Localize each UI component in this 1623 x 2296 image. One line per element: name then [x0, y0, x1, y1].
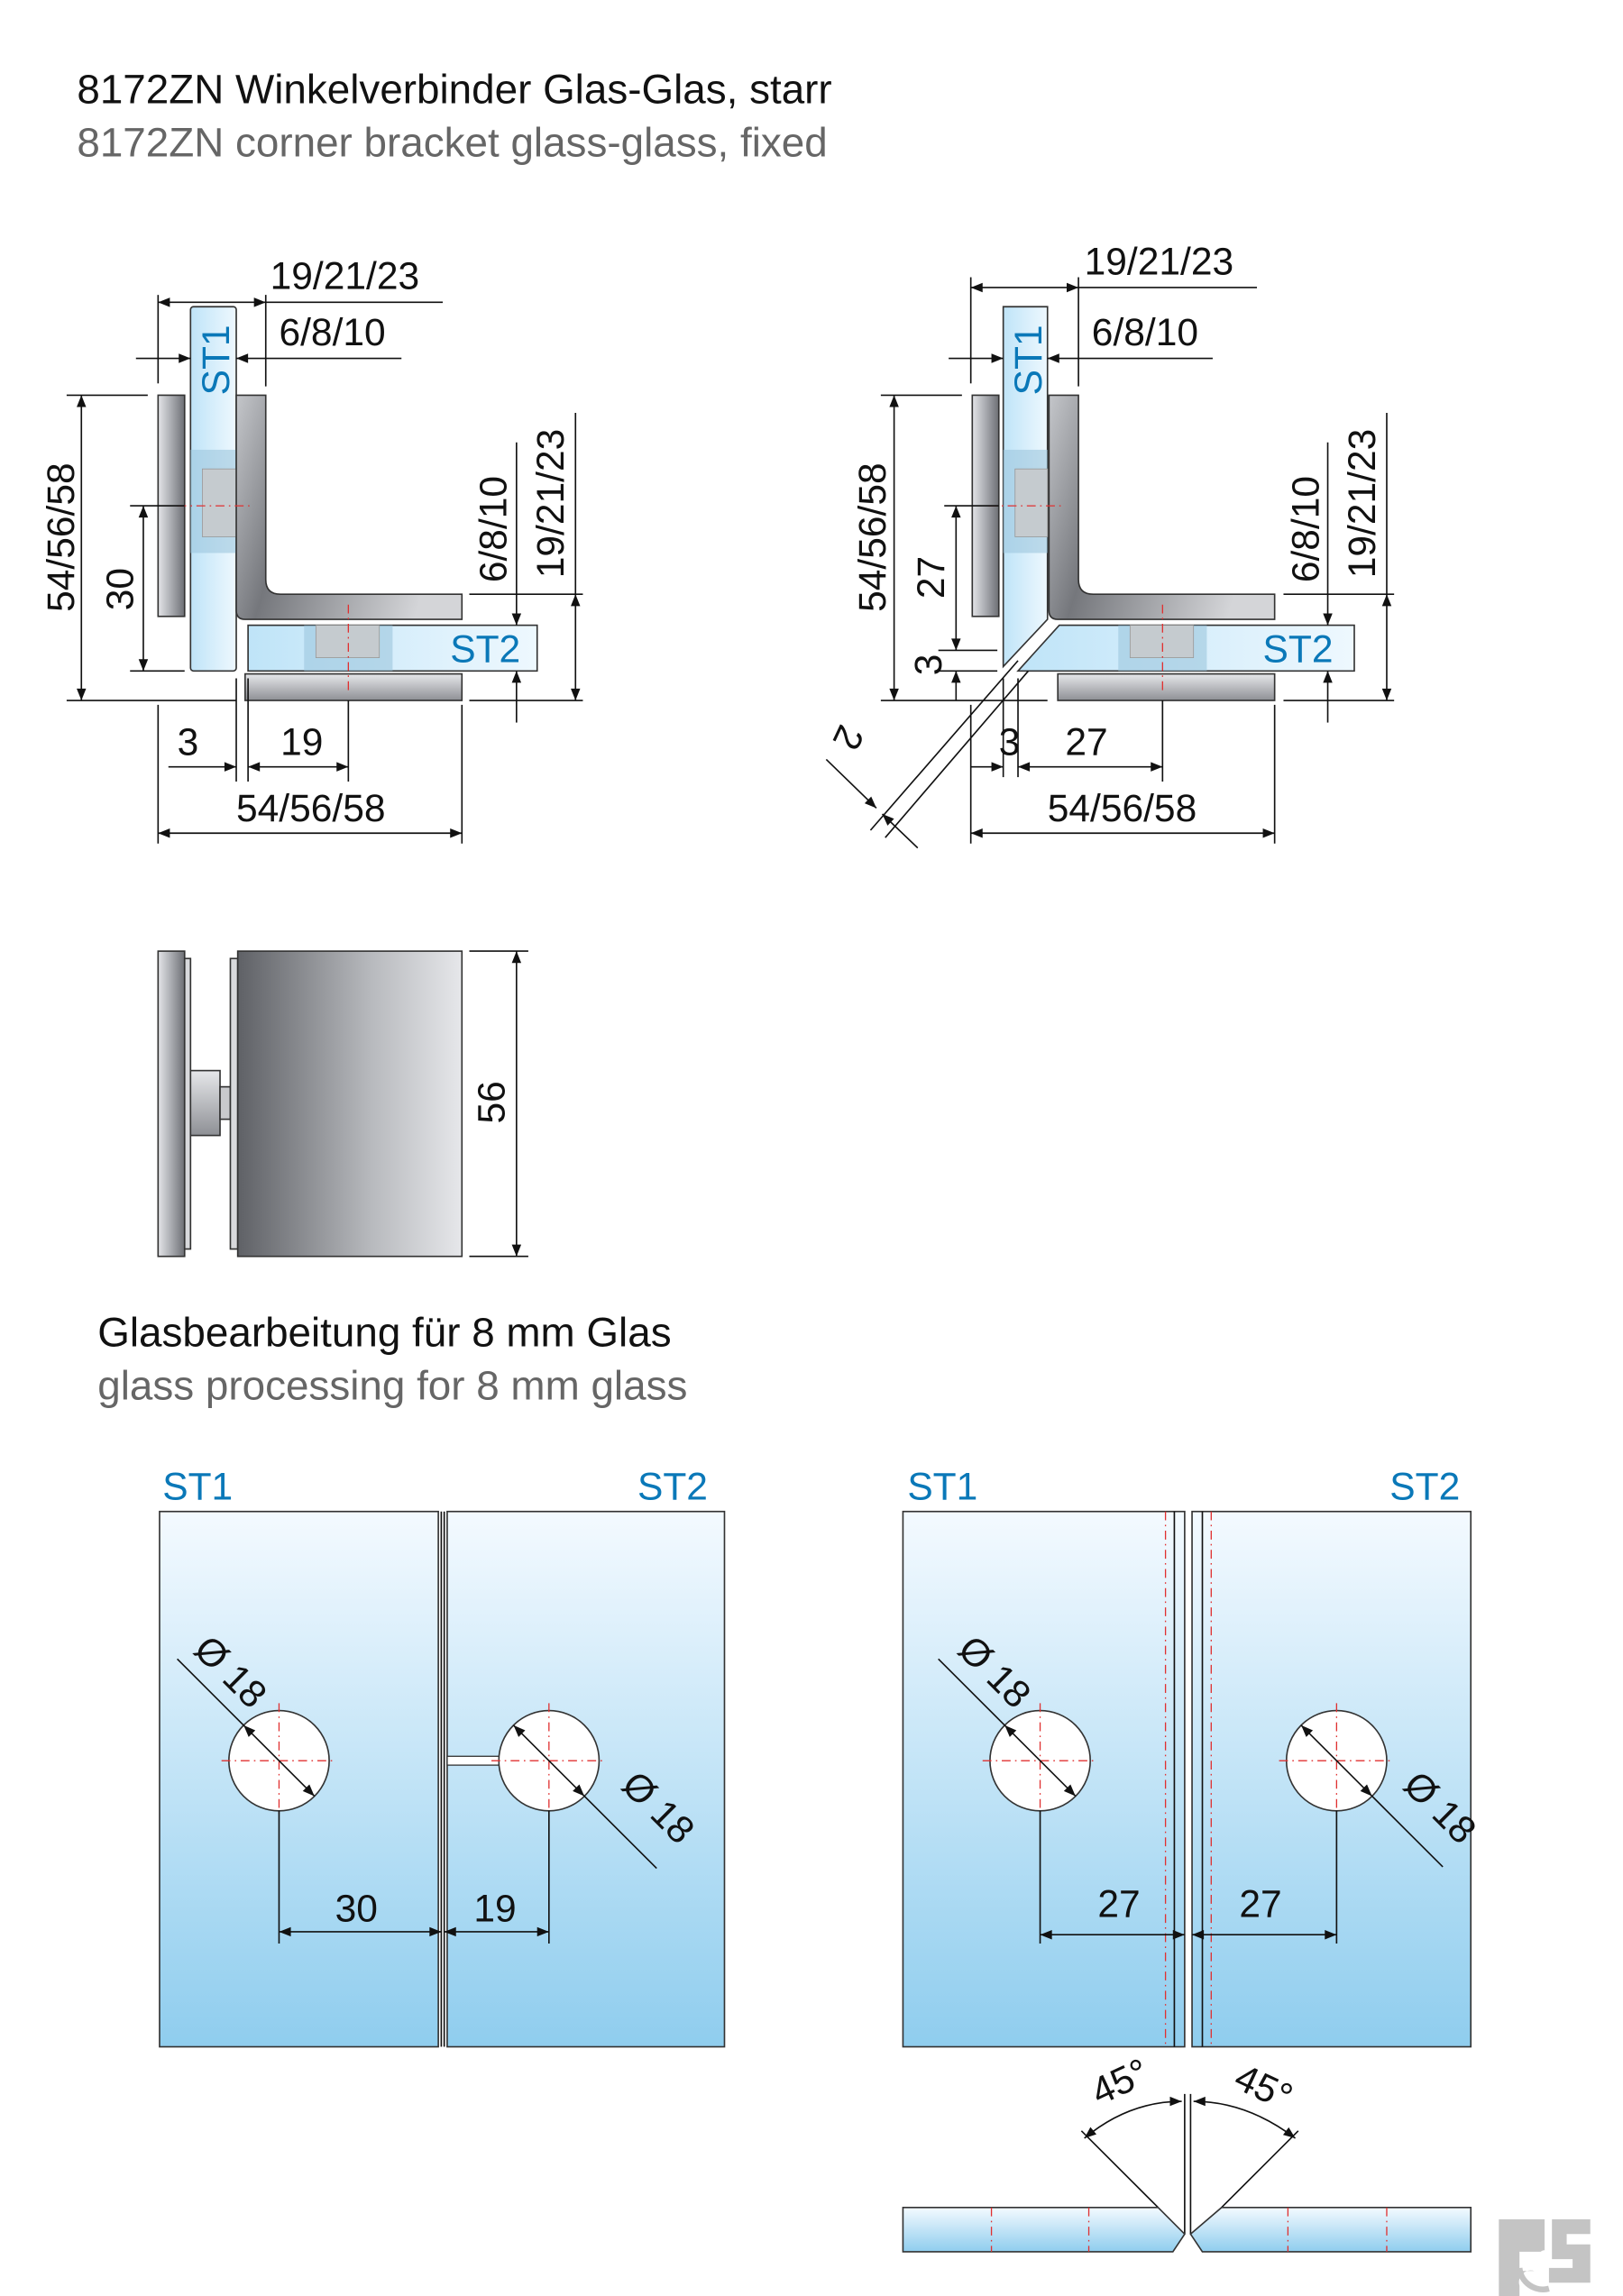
dim-bottom-total: 54/56/58 [236, 787, 386, 830]
dim-left-hole: 30 [99, 568, 142, 610]
dim-top-inner: 6/8/10 [279, 311, 385, 354]
clamp-plate-bottom [244, 672, 463, 701]
processing-title-english: glass processing for 8 mm glass [97, 1362, 687, 1408]
dim-bottom-hole: 19 [280, 721, 323, 764]
dim-bottom-gap-mitre: 3 [999, 721, 1021, 764]
glass-edge-st2 [1189, 2207, 1472, 2253]
label-st1-mitre: ST1 [1007, 325, 1050, 395]
dim-right-outer-mitre: 19/21/23 [1341, 429, 1384, 579]
glass-edge-st1 [902, 2207, 1186, 2253]
title-english: 8172ZN corner bracket glass-glass, fixed [77, 119, 827, 165]
view-side-section: 56 [157, 950, 528, 1258]
dim-left-gap-mitre: 3 [907, 654, 950, 676]
dim-top-inner-mitre: 6/8/10 [1092, 311, 1198, 354]
label-st2-mitre: ST2 [1389, 1466, 1460, 1509]
processing-straight: ST1 ST2 Ø 18 Ø 18 30 19 [159, 1466, 726, 2048]
title-german: 8172ZN Winkelverbinder Glas-Glas, starr [77, 67, 831, 113]
bracket-body-side [236, 950, 463, 1258]
dim-bottom-gap: 3 [178, 721, 199, 764]
dim-angle-st1: 45° [1085, 2050, 1156, 2114]
dim-right-outer: 19/21/23 [529, 429, 573, 579]
dim-dist-st2: 19 [473, 1887, 516, 1930]
view-mitre-section: ST1 ST2 19/21/23 6/8/10 54/56/58 27 3 2 … [824, 240, 1395, 849]
dim-top-outer: 19/21/23 [270, 255, 420, 298]
dim-dist-st2-mitre: 27 [1239, 1883, 1281, 1926]
dim-left-total-mitre: 54/56/58 [851, 462, 894, 612]
dim-height: 56 [471, 1081, 514, 1123]
label-st2-mitre: ST2 [1263, 627, 1334, 671]
dim-dist-st1: 30 [335, 1887, 378, 1930]
dim-right-inner-mitre: 6/8/10 [1285, 476, 1328, 582]
processing-mitre: ST1 ST2 Ø 18 Ø 18 27 27 45° 45° [902, 1466, 1484, 2253]
dim-angle-st2: 45° [1228, 2055, 1299, 2119]
dim-left-hole-mitre: 27 [910, 556, 953, 599]
label-st1: ST1 [162, 1466, 233, 1509]
label-st2: ST2 [637, 1466, 708, 1509]
dim-bottom-total-mitre: 54/56/58 [1048, 787, 1197, 830]
dim-right-inner: 6/8/10 [472, 476, 515, 582]
label-st2: ST2 [450, 627, 520, 671]
dim-dist-st1-mitre: 27 [1097, 1883, 1140, 1926]
dim-joint-mitre: 2 [824, 718, 873, 756]
l-bracket [235, 394, 463, 620]
dim-bottom-hole-mitre: 27 [1065, 721, 1107, 764]
rs-logo [1499, 2218, 1591, 2296]
processing-title-german: Glasbearbeitung für 8 mm Glas [97, 1310, 671, 1356]
dim-left-total: 54/56/58 [40, 462, 83, 612]
view-straight-section: ST1 ST2 19/21/23 6/8/10 54/56/58 30 6/8/… [40, 255, 583, 844]
label-st1-mitre: ST1 [907, 1466, 977, 1509]
label-st1: ST1 [195, 325, 238, 395]
dim-top-outer-mitre: 19/21/23 [1085, 240, 1234, 283]
